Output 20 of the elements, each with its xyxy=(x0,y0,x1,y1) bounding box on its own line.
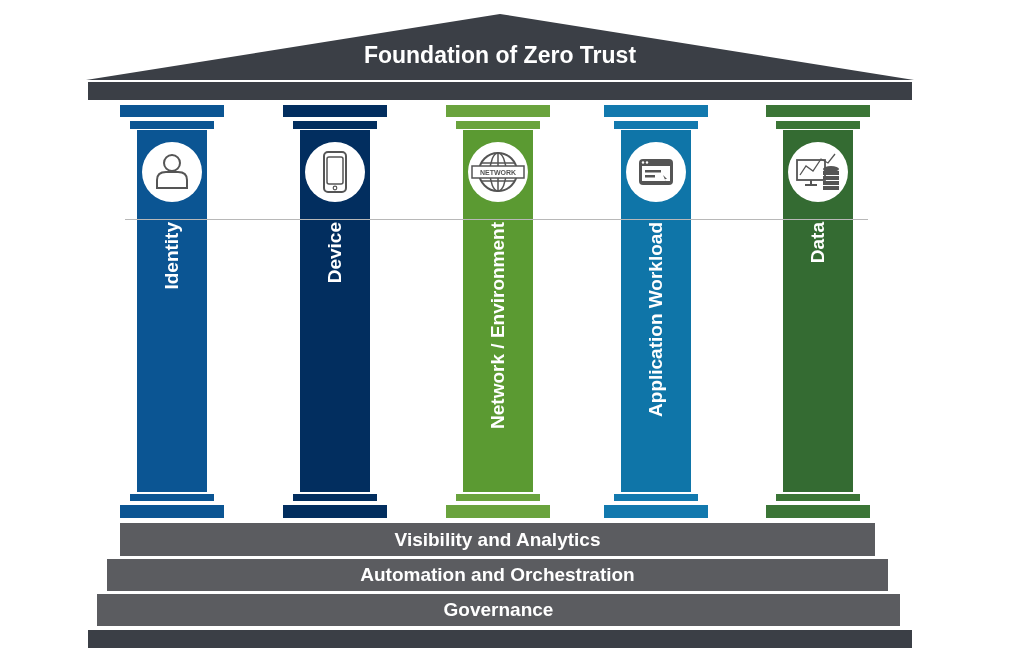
step-label: Automation and Orchestration xyxy=(360,564,635,586)
pillar-column xyxy=(621,130,691,492)
stair-step xyxy=(107,559,888,591)
pillar-label: Identity xyxy=(161,222,183,290)
base-plank xyxy=(88,630,912,648)
stair-step xyxy=(97,594,900,626)
pillar-label: Network / Environment xyxy=(487,222,509,429)
step-label: Governance xyxy=(443,599,554,621)
pillar-column xyxy=(300,130,370,492)
pillar-column xyxy=(137,130,207,492)
stair-step xyxy=(120,523,875,556)
pillar-column xyxy=(783,130,853,492)
pillar-label: Data xyxy=(807,222,829,264)
pillar-label: Device xyxy=(324,222,346,284)
entablature-beam xyxy=(88,82,912,100)
roof xyxy=(86,14,914,80)
pillar-column xyxy=(463,130,533,492)
step-label: Visibility and Analytics xyxy=(394,528,601,551)
roof-title: Foundation of Zero Trust xyxy=(362,42,638,69)
pillar-label: Application Workload xyxy=(645,222,667,417)
